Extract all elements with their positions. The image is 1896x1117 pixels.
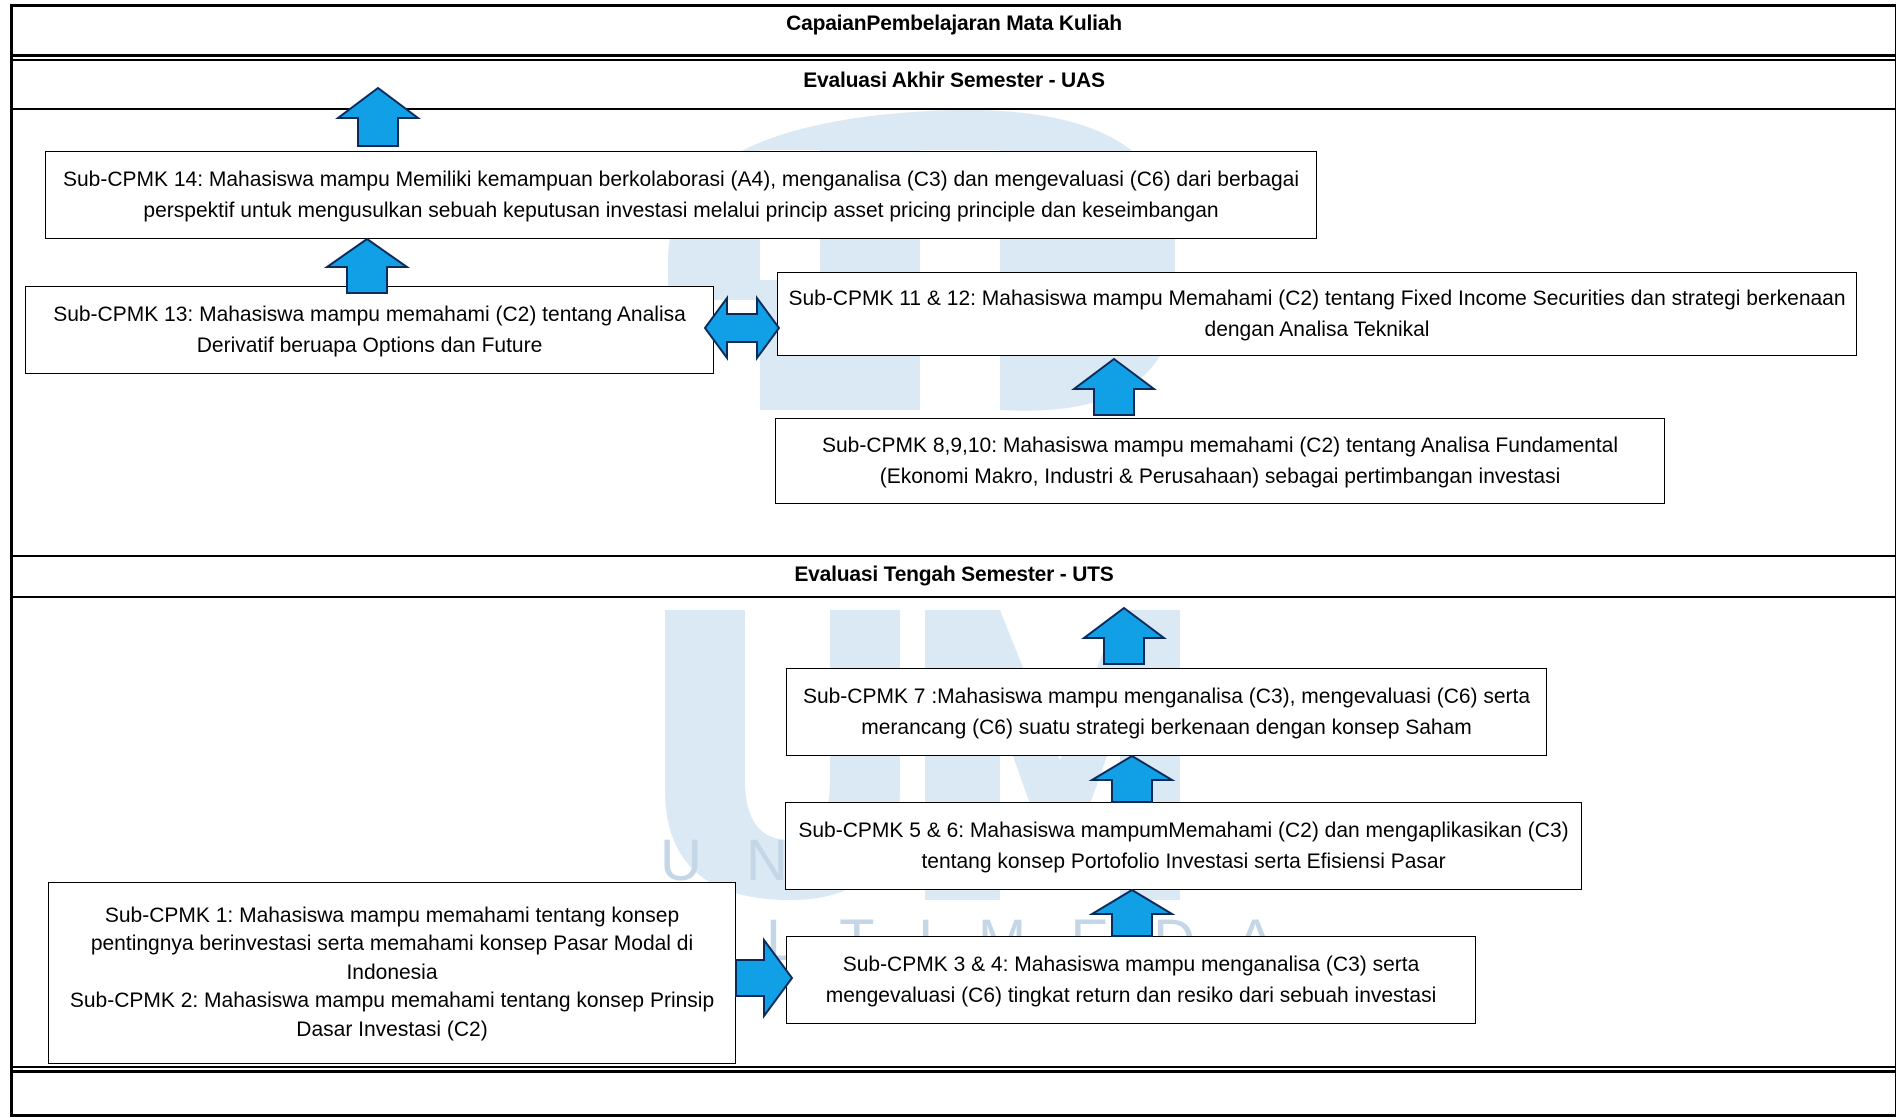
- sub-cpmk-1-2-box: Sub-CPMK 1: Mahasiswa mampu memahami ten…: [48, 882, 736, 1064]
- sub-cpmk-11-12-box: Sub-CPMK 11 & 12: Mahasiswa mampu Memaha…: [777, 272, 1857, 356]
- divider-uts: [12, 596, 1896, 598]
- up-arrow-icon: [1088, 754, 1176, 803]
- uts-header: Evaluasi Tengah Semester - UTS: [794, 563, 1114, 586]
- sub-cpmk-11-12-text: Sub-CPMK 11 & 12: Mahasiswa mampu Memaha…: [788, 286, 1846, 342]
- sub-cpmk-7-box: Sub-CPMK 7 :Mahasiswa mampu menganalisa …: [786, 668, 1547, 756]
- sub-cpmk-5-6-box: Sub-CPMK 5 & 6: Mahasiswa mampumMemahami…: [785, 802, 1582, 890]
- up-arrow-icon: [323, 237, 411, 294]
- divider-uas: [12, 108, 1896, 110]
- up-arrow-icon: [335, 86, 421, 147]
- sub-cpmk-13-text: Sub-CPMK 13: Mahasiswa mampu memahami (C…: [53, 302, 686, 358]
- sub-cpmk-5-6-text: Sub-CPMK 5 & 6: Mahasiswa mampumMemahami…: [798, 818, 1569, 874]
- up-arrow-icon: [1088, 888, 1176, 937]
- sub-cpmk-14-box: Sub-CPMK 14: Mahasiswa mampu Memiliki ke…: [45, 151, 1317, 239]
- sub-cpmk-7-text: Sub-CPMK 7 :Mahasiswa mampu menganalisa …: [802, 684, 1531, 740]
- sub-cpmk-3-4-text: Sub-CPMK 3 & 4: Mahasiswa mampu menganal…: [825, 952, 1437, 1008]
- sub-cpmk-8-10-box: Sub-CPMK 8,9,10: Mahasiswa mampu memaham…: [775, 418, 1665, 504]
- sub-cpmk-3-4-box: Sub-CPMK 3 & 4: Mahasiswa mampu menganal…: [786, 936, 1476, 1024]
- sub-cpmk-1-text: Sub-CPMK 1: Mahasiswa mampu memahami ten…: [90, 904, 694, 984]
- sub-cpmk-2-text: Sub-CPMK 2: Mahasiswa mampu memahami ten…: [69, 989, 715, 1041]
- divider-top-2: [12, 59, 1896, 61]
- right-arrow-icon: [735, 936, 794, 1020]
- divider-bottom: [12, 1066, 1896, 1068]
- sub-cpmk-14-text: Sub-CPMK 14: Mahasiswa mampu Memiliki ke…: [62, 167, 1300, 223]
- page-title: CapaianPembelajaran Mata Kuliah: [786, 12, 1122, 35]
- uas-header: Evaluasi Akhir Semester - UAS: [803, 69, 1105, 92]
- double-arrow-icon: [703, 294, 781, 362]
- sub-cpmk-8-10-text: Sub-CPMK 8,9,10: Mahasiswa mampu memaham…: [821, 433, 1619, 489]
- divider-uts-top: [12, 555, 1896, 557]
- up-arrow-icon: [1071, 357, 1157, 416]
- divider-top: [12, 54, 1896, 57]
- sub-cpmk-13-box: Sub-CPMK 13: Mahasiswa mampu memahami (C…: [25, 286, 714, 374]
- up-arrow-icon: [1081, 606, 1167, 665]
- divider-bottom-2: [12, 1070, 1896, 1073]
